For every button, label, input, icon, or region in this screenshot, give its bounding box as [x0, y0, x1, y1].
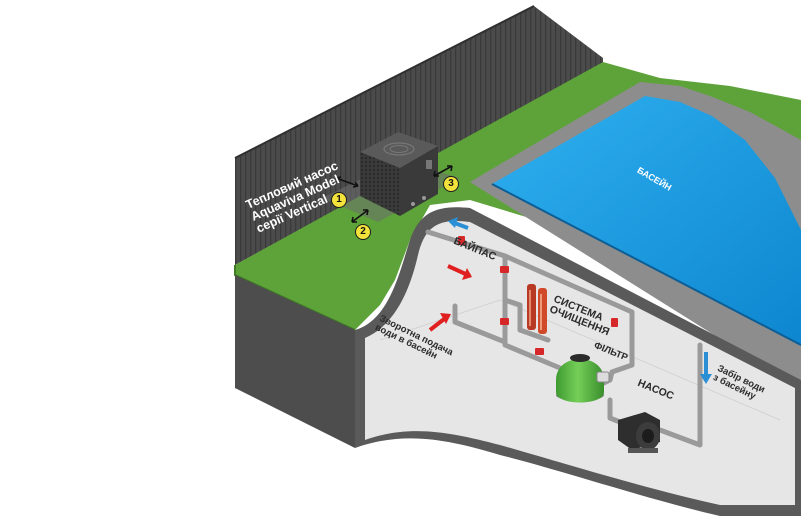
clearance-arrows	[335, 165, 453, 223]
ground-section-side	[235, 275, 355, 448]
back-wall	[235, 6, 603, 265]
clearance-badge-3: 3	[443, 176, 459, 192]
flow-arrows	[428, 217, 712, 384]
pool-water	[492, 96, 801, 345]
clearance-badge-1: 1	[331, 192, 347, 208]
valves	[458, 236, 618, 355]
clearance-badge-2: 2	[355, 224, 371, 240]
sand-filter	[556, 354, 610, 403]
circulation-pump	[618, 412, 660, 453]
heat-pump-unit	[360, 132, 438, 216]
cleaning-system-unit	[527, 284, 547, 334]
